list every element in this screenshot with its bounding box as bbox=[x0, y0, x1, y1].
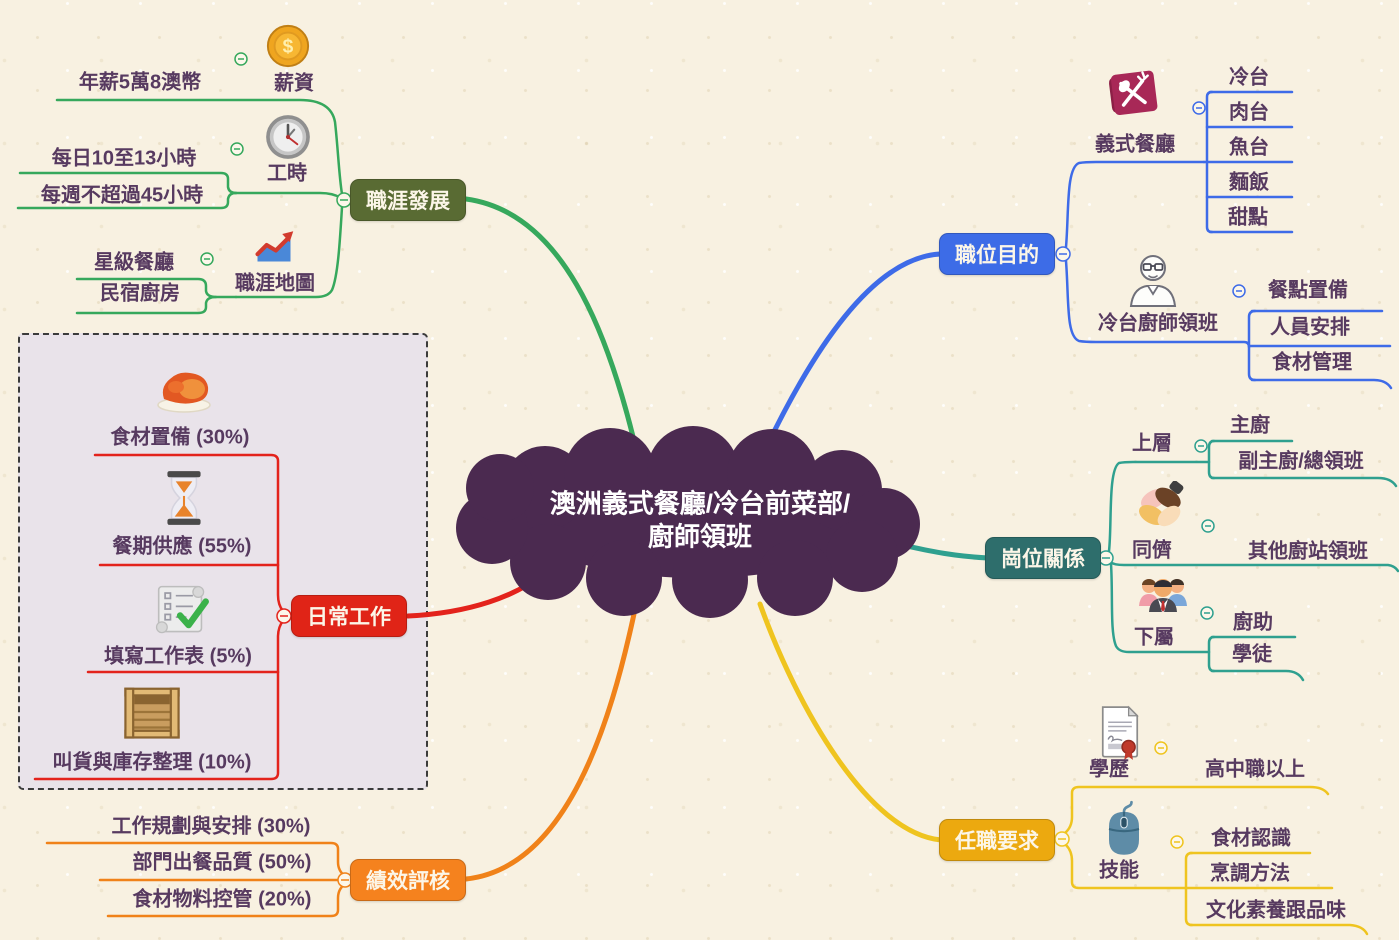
mouse-icon bbox=[1098, 799, 1150, 859]
node-task-worksheets[interactable]: 填寫工作表 (5%) bbox=[104, 645, 252, 668]
central-topic[interactable]: 澳洲義式餐廳/冷台前菜部/ 廚師領班 bbox=[550, 488, 850, 555]
node-salary[interactable]: 薪資 bbox=[274, 72, 314, 95]
hands-icon bbox=[1134, 480, 1188, 535]
branch-label-requirements[interactable]: 任職要求 bbox=[939, 819, 1055, 861]
node-weekly-hours[interactable]: 每週不超過45小時 bbox=[40, 184, 204, 207]
central-topic-line2: 廚師領班 bbox=[647, 522, 753, 552]
node-duty-ingredients[interactable]: 食材管理 bbox=[1272, 351, 1352, 374]
daily-work-region bbox=[18, 333, 428, 790]
node-station-cold[interactable]: 冷台 bbox=[1229, 66, 1269, 89]
node-other-station-leaders[interactable]: 其他廚站領班 bbox=[1248, 540, 1368, 563]
node-skill-culture-taste[interactable]: 文化素養跟品味 bbox=[1206, 899, 1346, 922]
node-duty-staffing[interactable]: 人員安排 bbox=[1270, 316, 1350, 339]
branch-label-relations[interactable]: 崗位關係 bbox=[985, 537, 1101, 579]
clock-icon bbox=[263, 112, 313, 162]
node-italian-restaurant[interactable]: 義式餐廳 bbox=[1095, 133, 1175, 156]
menu-icon bbox=[1102, 62, 1164, 124]
node-skills[interactable]: 技能 bbox=[1099, 859, 1139, 882]
node-perf-quality[interactable]: 部門出餐品質 (50%) bbox=[132, 851, 312, 874]
coin-icon: $ bbox=[265, 23, 311, 69]
node-bnb-kitchen[interactable]: 民宿廚房 bbox=[100, 282, 180, 305]
node-working-hours[interactable]: 工時 bbox=[267, 162, 307, 185]
branch-label-career[interactable]: 職涯發展 bbox=[350, 179, 466, 221]
node-station-dessert[interactable]: 甜點 bbox=[1228, 206, 1268, 229]
node-task-ingredient-prep[interactable]: 食材置備 (30%) bbox=[110, 426, 250, 449]
hourglass-icon bbox=[159, 469, 209, 527]
chef-icon bbox=[1121, 248, 1185, 312]
node-apprentice[interactable]: 學徒 bbox=[1232, 643, 1272, 666]
team-icon bbox=[1135, 568, 1191, 624]
checklist-icon bbox=[148, 580, 210, 636]
node-perf-planning[interactable]: 工作規劃與安排 (30%) bbox=[111, 815, 311, 838]
branch-label-daily[interactable]: 日常工作 bbox=[291, 595, 407, 637]
chicken-icon bbox=[154, 357, 214, 417]
branch-label-purpose[interactable]: 職位目的 bbox=[939, 233, 1055, 275]
node-station-meat[interactable]: 肉台 bbox=[1229, 101, 1269, 124]
node-station-fish[interactable]: 魚台 bbox=[1229, 136, 1269, 159]
node-education-level[interactable]: 高中職以上 bbox=[1205, 758, 1305, 781]
node-skill-cooking[interactable]: 烹調方法 bbox=[1210, 862, 1290, 885]
node-subordinates[interactable]: 下屬 bbox=[1134, 626, 1174, 649]
node-task-meal-service[interactable]: 餐期供應 (55%) bbox=[112, 535, 252, 558]
node-duty-meal-prep[interactable]: 餐點置備 bbox=[1268, 279, 1348, 302]
node-career-map[interactable]: 職涯地圖 bbox=[235, 272, 315, 295]
chart-icon bbox=[252, 223, 296, 267]
node-star-restaurant[interactable]: 星級餐廳 bbox=[94, 251, 174, 274]
node-education[interactable]: 學歷 bbox=[1089, 758, 1129, 781]
node-perf-material-control[interactable]: 食材物料控管 (20%) bbox=[132, 888, 312, 911]
node-skill-ingredients[interactable]: 食材認識 bbox=[1211, 827, 1291, 850]
central-topic-line1: 澳洲義式餐廳/冷台前菜部/ bbox=[549, 488, 851, 519]
svg-text:$: $ bbox=[283, 37, 294, 58]
branch-label-performance[interactable]: 績效評核 bbox=[350, 859, 466, 901]
certificate-icon bbox=[1095, 705, 1145, 761]
node-task-ordering-inventory[interactable]: 叫貨與庫存整理 (10%) bbox=[52, 751, 252, 774]
node-daily-hours[interactable]: 每日10至13小時 bbox=[51, 147, 197, 170]
node-station-pasta[interactable]: 麵飯 bbox=[1229, 171, 1269, 194]
node-peers[interactable]: 同儕 bbox=[1132, 539, 1172, 562]
node-sous-chef[interactable]: 副主廚/總領班 bbox=[1238, 450, 1364, 473]
node-cold-station-leader[interactable]: 冷台廚師領班 bbox=[1098, 312, 1218, 335]
node-upper-level[interactable]: 上層 bbox=[1132, 432, 1172, 455]
collapse-buttons bbox=[200, 52, 1246, 888]
node-kitchen-assistant[interactable]: 廚助 bbox=[1233, 611, 1273, 634]
crate-icon bbox=[121, 683, 183, 741]
node-annual-salary[interactable]: 年薪5萬8澳幣 bbox=[78, 71, 202, 94]
node-head-chef[interactable]: 主廚 bbox=[1230, 414, 1270, 437]
